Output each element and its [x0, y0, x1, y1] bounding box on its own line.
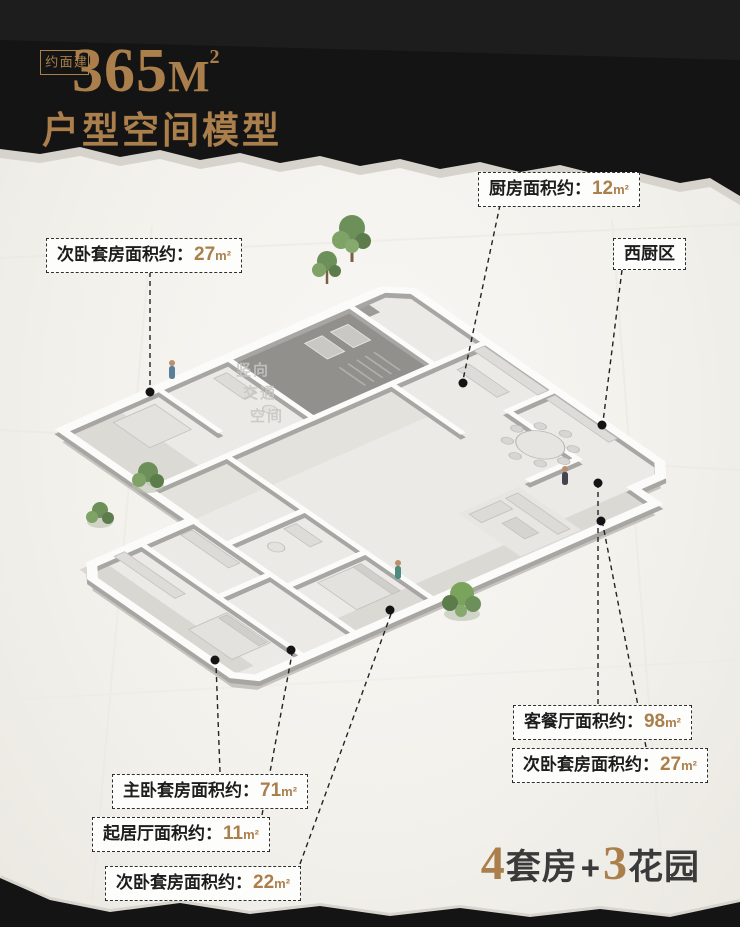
suites-label: 套房 — [505, 848, 578, 887]
footer-slogan: 4 套房 + 3 花园 — [481, 836, 700, 891]
callout-label: 客餐厅面积约： — [523, 712, 643, 731]
callout-value: 11 — [223, 823, 244, 844]
core-watermark: 竖向 交通 空间 — [236, 361, 284, 425]
callout-value: 71 — [260, 780, 282, 801]
walls — [54, 286, 667, 682]
callout-value: 27 — [659, 754, 682, 775]
area-unit: M — [168, 52, 210, 101]
callout-bedroom-suite-right: 次卧套房面积约：27m² — [511, 748, 708, 783]
terrace-east — [335, 488, 656, 635]
callout-label: 次卧套房面积约： — [522, 755, 659, 774]
person-icon — [562, 466, 568, 485]
area-badge: 建面约 — [40, 50, 89, 75]
torn-bottom — [0, 875, 740, 927]
callout-master-suite: 主卧套房面积约：71m² — [112, 774, 309, 809]
tree-icon — [312, 251, 341, 284]
area-exponent: 2 — [209, 46, 220, 68]
furniture — [112, 345, 619, 661]
callout-unit: m² — [613, 182, 629, 197]
callout-living-dining: 客餐厅面积约：98m² — [512, 705, 692, 740]
plant-icon — [442, 582, 481, 621]
people-figures — [169, 360, 568, 579]
callout-bedroom-suite-bottom: 次卧套房面积约：22m² — [105, 866, 302, 901]
callout-label: 厨房面积约： — [488, 179, 591, 198]
callout-label: 次卧套房面积约： — [57, 245, 193, 264]
suites-count: 4 — [480, 837, 505, 890]
plant-icon — [132, 462, 164, 493]
plants — [86, 215, 481, 621]
plant-icon — [86, 502, 114, 528]
bed-master — [187, 612, 271, 661]
callout-unit: m² — [274, 876, 291, 891]
poster-title: 户型空间模型 — [42, 110, 282, 151]
callout-value: 12 — [591, 178, 614, 199]
callout-label: 西厨区 — [624, 244, 675, 263]
callout-label: 次卧套房面积约： — [116, 873, 252, 892]
callout-west-kitchen: 西厨区 — [613, 238, 686, 271]
callout-anchor-dots — [145, 378, 607, 665]
area-number: 365 — [72, 37, 168, 105]
dining-table — [515, 430, 566, 460]
callout-value: 22 — [253, 872, 275, 893]
gardens-label: 花园 — [627, 848, 700, 887]
tree-icon — [332, 215, 371, 262]
callout-unit: m² — [281, 784, 298, 799]
callout-label: 主卧套房面积约： — [123, 781, 259, 800]
callout-unit: m² — [215, 248, 232, 263]
person-icon — [169, 360, 175, 379]
garden-wing — [79, 560, 254, 676]
callout-kitchen: 厨房面积约：12m² — [477, 172, 640, 207]
callout-label: 起居厅面积约： — [103, 824, 222, 843]
callout-sitting-room: 起居厅面积约：11m² — [92, 817, 270, 852]
slab-top — [62, 289, 661, 678]
callout-value: 98 — [643, 711, 666, 732]
sofa — [504, 492, 571, 535]
callout-unit: m² — [681, 758, 697, 773]
coffee-table — [501, 516, 540, 540]
building-model: 竖向 交通 空间 — [54, 215, 667, 690]
area-figure: 365M2 — [72, 36, 220, 107]
callout-value: 27 — [194, 244, 216, 265]
person-icon — [395, 560, 401, 579]
torn-top — [0, 0, 740, 205]
callout-bedroom-suite-top: 次卧套房面积约：27m² — [46, 238, 243, 273]
plus-sign: + — [580, 849, 600, 886]
bed-left — [112, 403, 193, 449]
callout-unit: m² — [665, 715, 681, 730]
callout-unit: m² — [243, 827, 259, 842]
hallway-floor — [148, 383, 435, 521]
gardens-count: 3 — [602, 837, 627, 890]
stairs-icon — [338, 351, 401, 386]
